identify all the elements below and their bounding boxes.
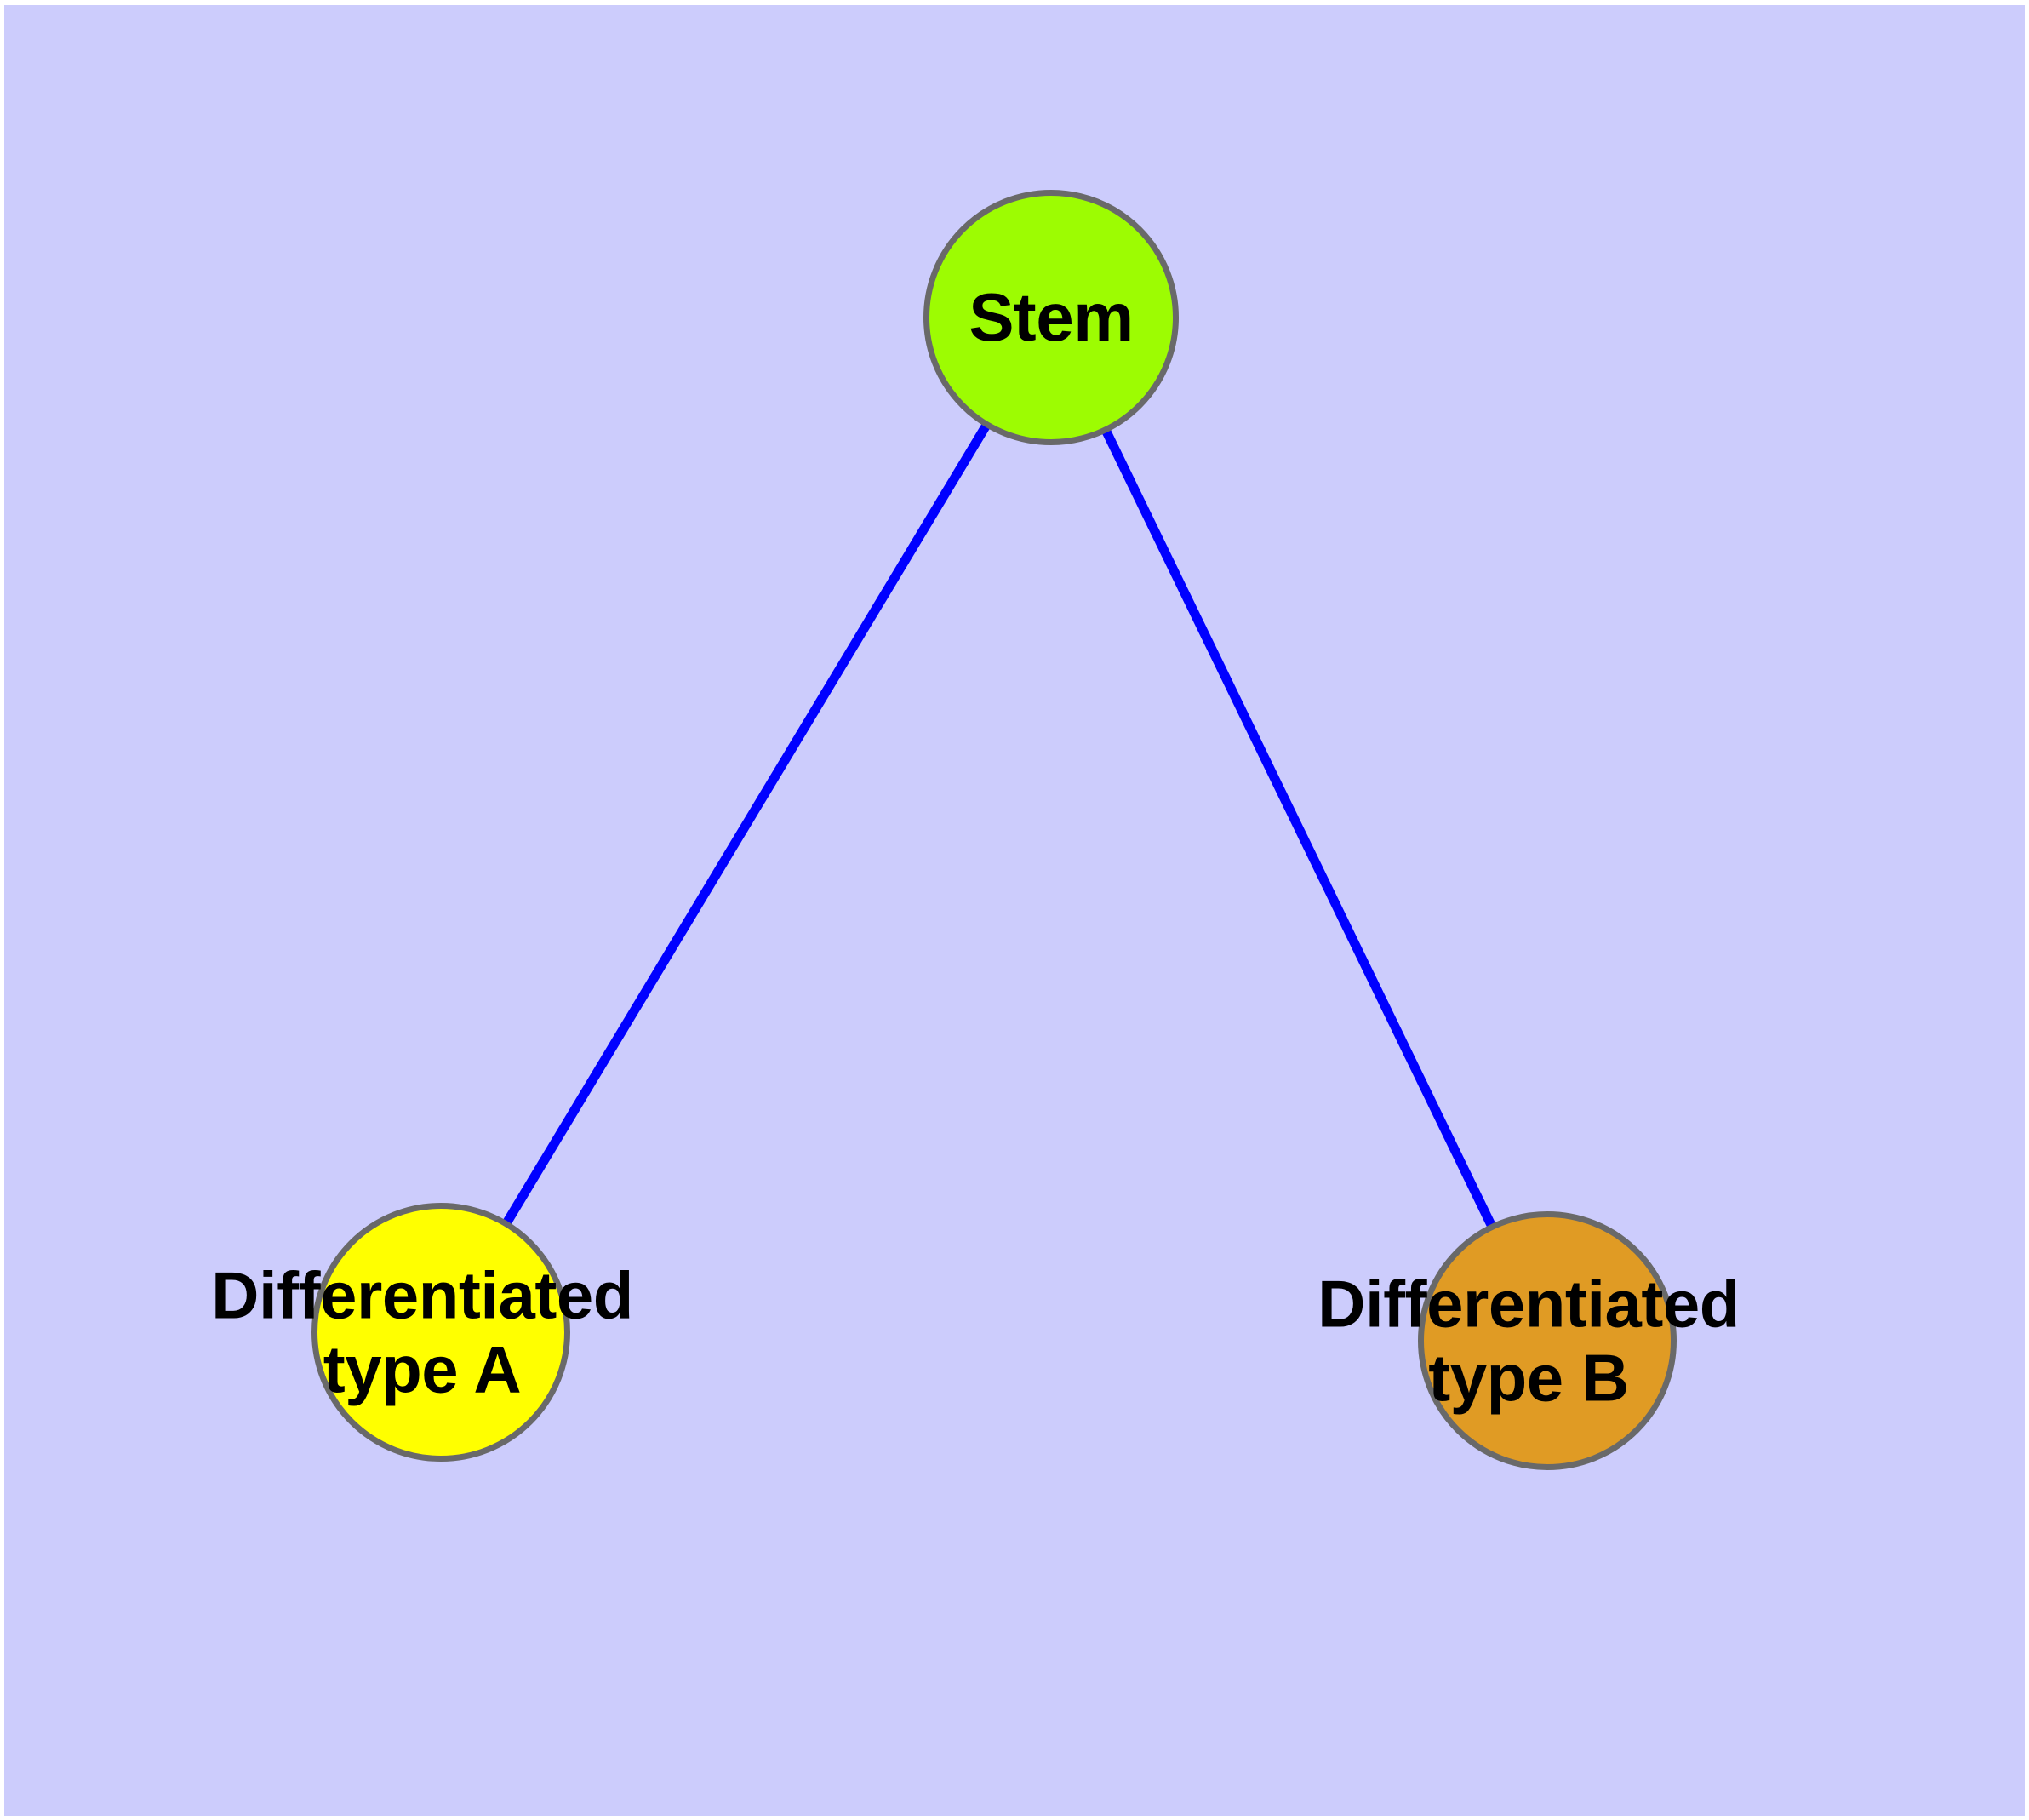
node-differentiated-type-a[interactable] bbox=[311, 1203, 570, 1462]
node-differentiated-type-b[interactable] bbox=[1418, 1211, 1677, 1470]
edge-stem-to-type-a bbox=[437, 315, 1055, 1335]
node-label-stem: Stem bbox=[969, 279, 1134, 356]
node-label-differentiated-type-b: Differentiated type B bbox=[1317, 1266, 1740, 1417]
node-label-stem-line-1: Stem bbox=[969, 279, 1134, 356]
node-stem[interactable] bbox=[923, 190, 1179, 445]
node-label-type-a-line-1: Differentiated bbox=[211, 1257, 633, 1333]
edge-layer bbox=[437, 315, 1552, 1343]
node-label-type-b-line-2: type B bbox=[1428, 1341, 1629, 1416]
edge-stem-to-type-b bbox=[1047, 315, 1552, 1343]
node-label-type-b-line-1: Differentiated bbox=[1317, 1266, 1740, 1342]
node-label-type-a-line-2: type A bbox=[323, 1332, 522, 1407]
node-label-differentiated-type-a: Differentiated type A bbox=[211, 1257, 633, 1408]
node-layer bbox=[311, 190, 1677, 1470]
